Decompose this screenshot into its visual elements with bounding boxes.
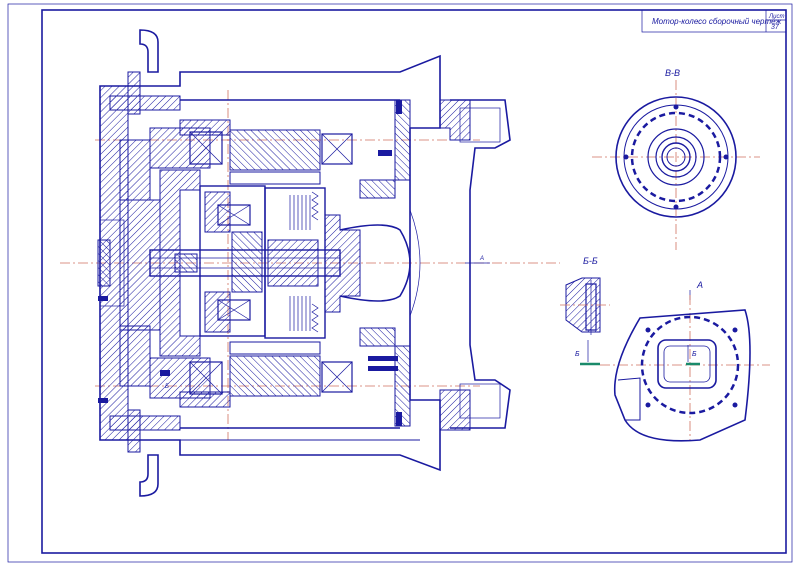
cut-mark-b-right: Б — [692, 351, 697, 358]
outer-frame — [7, 3, 793, 563]
section-bb-label: Б-Б — [583, 256, 598, 266]
drawing-title: Мотор-колесо сборочный чертёж — [652, 17, 782, 26]
arrow-a-label: А — [479, 256, 484, 262]
section-vv-label: В-В — [665, 68, 680, 78]
section-bb-view: Б-Б — [560, 256, 610, 335]
view-a: А Б Б — [575, 280, 770, 442]
sheet-label: Лист — [768, 14, 784, 20]
title-block: Мотор-колесо сборочный чертёж Лист 37 — [641, 9, 787, 33]
main-view-mark-b: Б — [165, 384, 169, 390]
cut-mark-b-left: Б — [575, 351, 580, 358]
view-a-label: А — [696, 280, 703, 290]
main-assembly-section: А — [60, 29, 560, 497]
inner-frame — [41, 9, 787, 554]
section-vv-view: В-В — [592, 68, 760, 250]
sheet-number: 37 — [771, 24, 780, 31]
